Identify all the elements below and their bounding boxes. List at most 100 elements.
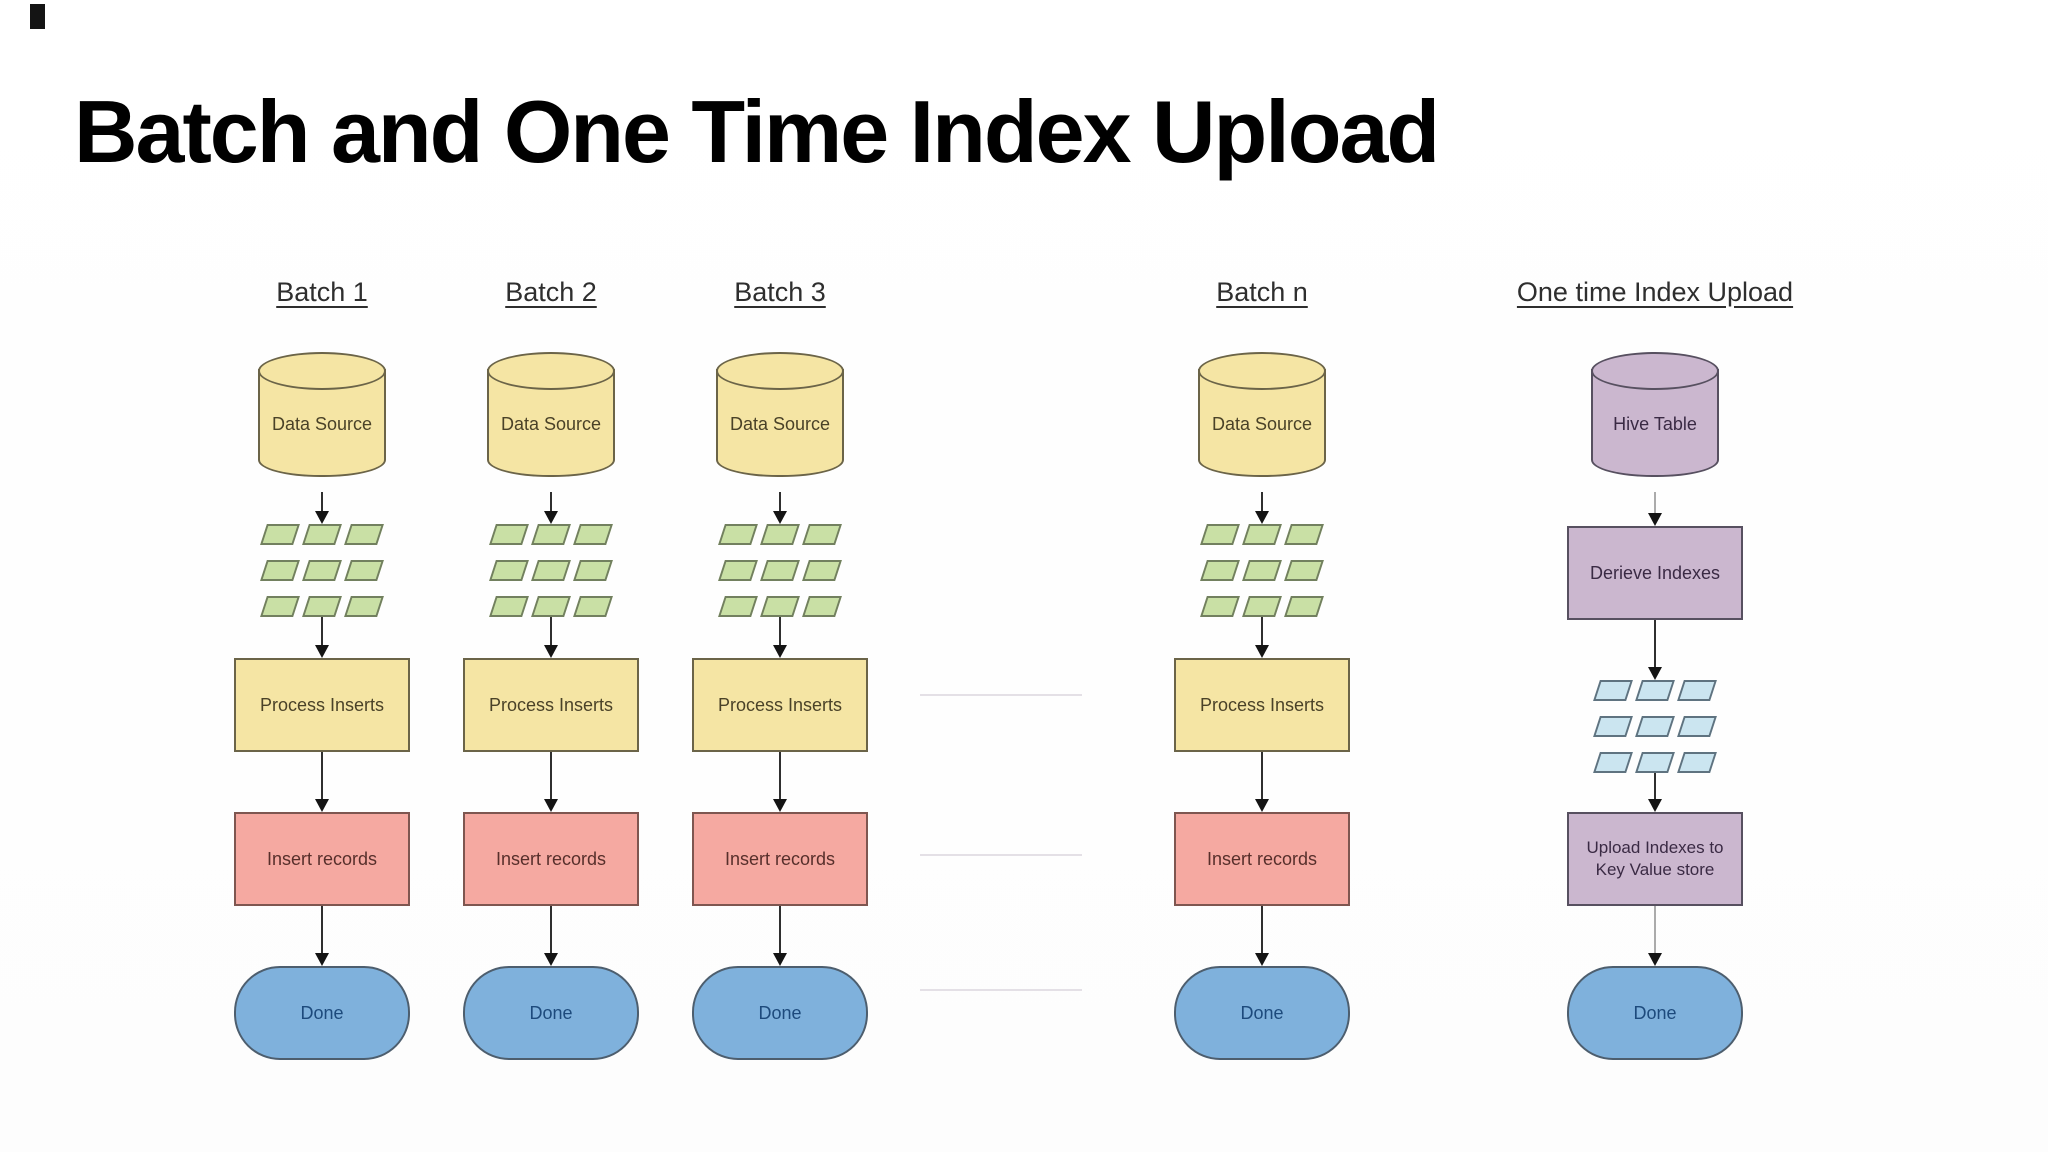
- data-chunk: [573, 524, 613, 545]
- index-chunk: [1635, 680, 1675, 701]
- data-chunk: [531, 560, 571, 581]
- blue-chunks-grid: [1593, 680, 1717, 773]
- cylinder-top-ellipse: [716, 352, 844, 390]
- green-chunks-grid: [489, 524, 613, 617]
- down-arrow: [315, 617, 329, 658]
- chunk-row: [260, 560, 384, 581]
- cylinder-top-ellipse: [487, 352, 615, 390]
- down-arrow: [315, 906, 329, 966]
- data-chunk: [344, 596, 384, 617]
- green-chunks-grid: [718, 524, 842, 617]
- chunk-row: [718, 596, 842, 617]
- column-batch-1: Batch 1 Data Source Process Inserts Inse…: [234, 0, 410, 1152]
- data-chunk: [718, 560, 758, 581]
- column-batch-2: Batch 2 Data Source Process Inserts Inse…: [463, 0, 639, 1152]
- derieve-indexes-node: Derieve Indexes: [1567, 526, 1743, 620]
- down-arrow: [773, 617, 787, 658]
- column-batch-n: Batch n Data Source Process Inserts Inse…: [1174, 0, 1350, 1152]
- data-chunk: [1200, 596, 1240, 617]
- index-chunk: [1593, 716, 1633, 737]
- chunk-row: [489, 596, 613, 617]
- chunk-row: [1200, 560, 1324, 581]
- data-chunk: [802, 596, 842, 617]
- done-node: Done: [234, 966, 410, 1060]
- chunk-row: [1200, 524, 1324, 545]
- index-chunk: [1677, 680, 1717, 701]
- data-chunk: [760, 524, 800, 545]
- insert-records-node: Insert records: [1174, 812, 1350, 906]
- process-inserts-node: Process Inserts: [234, 658, 410, 752]
- corner-artifact: [30, 4, 45, 29]
- data-chunk: [1284, 524, 1324, 545]
- column-header: Batch n: [1216, 277, 1308, 307]
- data-source-cylinder: Data Source: [258, 352, 386, 492]
- process-inserts-node: Process Inserts: [692, 658, 868, 752]
- index-chunk: [1635, 716, 1675, 737]
- down-arrow: [1255, 752, 1269, 812]
- data-chunk: [1200, 560, 1240, 581]
- insert-records-node: Insert records: [463, 812, 639, 906]
- data-chunk: [260, 560, 300, 581]
- data-chunk: [260, 524, 300, 545]
- done-node: Done: [1567, 966, 1743, 1060]
- down-arrow: [315, 752, 329, 812]
- insert-records-node: Insert records: [692, 812, 868, 906]
- column-header: Batch 3: [734, 277, 826, 307]
- data-chunk: [260, 596, 300, 617]
- done-node: Done: [463, 966, 639, 1060]
- continuation-line: [920, 989, 1082, 991]
- data-chunk: [344, 560, 384, 581]
- data-chunk: [1284, 560, 1324, 581]
- chunk-row: [1593, 680, 1717, 701]
- down-arrow: [773, 752, 787, 812]
- insert-records-node: Insert records: [234, 812, 410, 906]
- process-inserts-node: Process Inserts: [463, 658, 639, 752]
- continuation-line: [920, 694, 1082, 696]
- down-arrow: [544, 617, 558, 658]
- data-chunk: [531, 524, 571, 545]
- down-arrow: [1648, 906, 1662, 966]
- data-chunk: [302, 596, 342, 617]
- data-chunk: [1242, 596, 1282, 617]
- data-chunk: [302, 524, 342, 545]
- data-chunk: [1242, 524, 1282, 545]
- data-chunk: [760, 596, 800, 617]
- data-chunk: [1200, 524, 1240, 545]
- cylinder-top-ellipse: [1591, 352, 1719, 390]
- data-chunk: [760, 560, 800, 581]
- data-chunk: [489, 560, 529, 581]
- down-arrow: [773, 492, 787, 524]
- data-chunk: [573, 596, 613, 617]
- cylinder-top-ellipse: [258, 352, 386, 390]
- data-chunk: [531, 596, 571, 617]
- data-chunk: [489, 524, 529, 545]
- data-source-cylinder: Data Source: [1198, 352, 1326, 492]
- done-node: Done: [692, 966, 868, 1060]
- data-chunk: [302, 560, 342, 581]
- chunk-row: [489, 560, 613, 581]
- green-chunks-grid: [260, 524, 384, 617]
- down-arrow: [315, 492, 329, 524]
- upload-indexes-node: Upload Indexes to Key Value store: [1567, 812, 1743, 906]
- column-header: Batch 1: [276, 277, 368, 307]
- chunk-row: [1593, 752, 1717, 773]
- down-arrow: [544, 906, 558, 966]
- index-chunk: [1593, 680, 1633, 701]
- data-chunk: [1284, 596, 1324, 617]
- chunk-row: [260, 524, 384, 545]
- chunk-row: [718, 524, 842, 545]
- data-chunk: [344, 524, 384, 545]
- index-chunk: [1677, 716, 1717, 737]
- continuation-line: [920, 854, 1082, 856]
- down-arrow: [1648, 492, 1662, 526]
- node-label: Data Source: [271, 414, 373, 434]
- page-title: Batch and One Time Index Upload: [74, 81, 1440, 181]
- done-node: Done: [1174, 966, 1350, 1060]
- data-source-cylinder: Data Source: [716, 352, 844, 492]
- chunk-row: [1200, 596, 1324, 617]
- node-label: Data Source: [1211, 414, 1313, 434]
- data-chunk: [573, 560, 613, 581]
- column-header: One time Index Upload: [1516, 277, 1794, 307]
- node-label: Hive Table: [1613, 414, 1697, 434]
- chunk-row: [260, 596, 384, 617]
